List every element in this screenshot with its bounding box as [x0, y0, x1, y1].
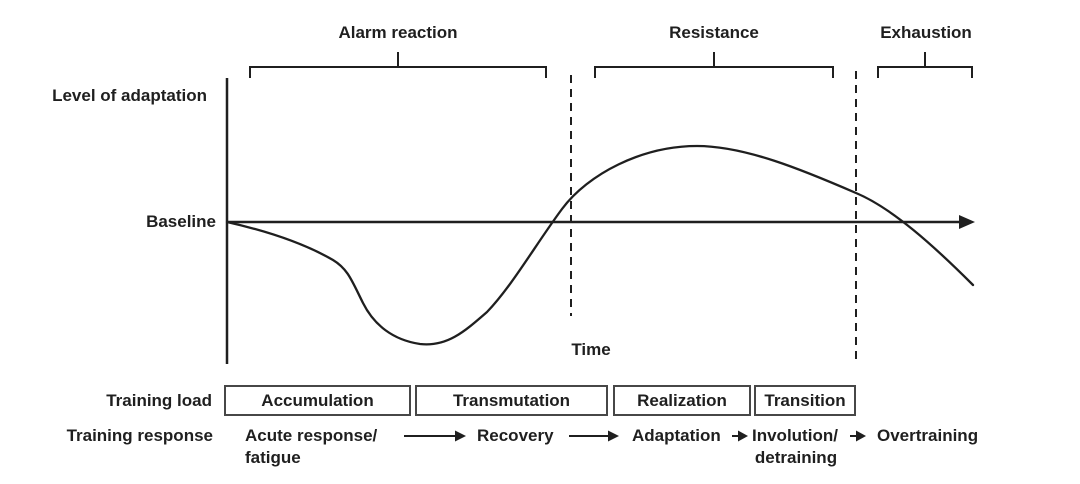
right-arrow-icon — [959, 215, 975, 229]
baseline-label: Baseline — [146, 212, 216, 231]
response-step-text: detraining — [754, 448, 838, 467]
adaptation-curve — [225, 144, 975, 346]
right-arrow-icon — [850, 430, 866, 442]
phase-label-resistance: Resistance — [669, 23, 759, 42]
phase-label-alarm-reaction: Alarm reaction — [338, 23, 458, 42]
response-step-recovery: Recovery — [477, 426, 554, 445]
right-arrow-icon — [404, 430, 466, 442]
right-arrow-icon — [569, 430, 619, 442]
phase-label-exhaustion: Exhaustion — [880, 23, 972, 42]
training-load-box-transition: Transition — [754, 385, 856, 416]
baseline-arrow — [227, 215, 975, 229]
response-step-text: Involution/ — [752, 426, 838, 445]
training-load-box-accumulation: Accumulation — [224, 385, 411, 416]
response-step-overtraining: Overtraining — [877, 426, 979, 445]
training-load-box-transmutation: Transmutation — [415, 385, 608, 416]
response-step-text: fatigue — [245, 448, 301, 467]
exhaustion-bracket — [877, 52, 973, 78]
response-step-text: Acute response/ — [245, 426, 378, 445]
training-response-row-label: Training response — [66, 426, 213, 445]
alarm-reaction-bracket — [249, 52, 547, 78]
right-arrow-icon — [732, 430, 748, 442]
response-step-adaptation: Adaptation — [632, 426, 721, 445]
training-load-row-label: Training load — [106, 391, 212, 410]
resistance-bracket — [594, 52, 834, 78]
x-axis-label-time: Time — [571, 340, 611, 359]
y-axis-label: Level of adaptation — [52, 86, 207, 105]
training-load-box-realization: Realization — [613, 385, 751, 416]
